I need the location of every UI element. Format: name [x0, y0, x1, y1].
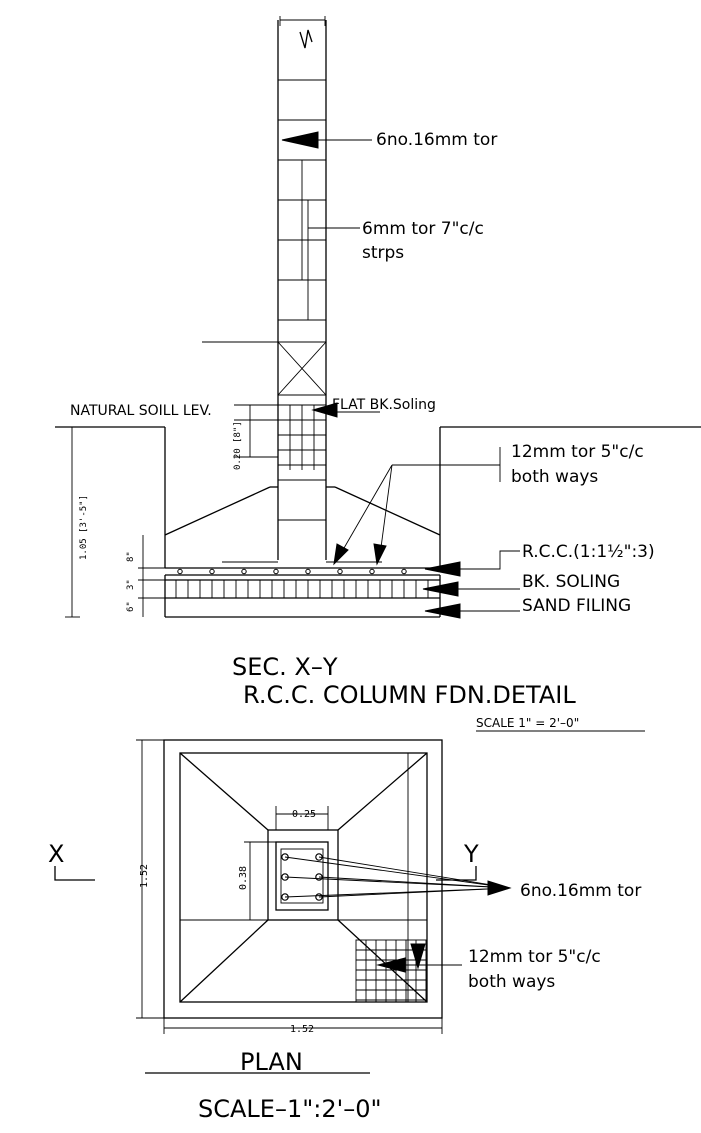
dimension-total-depth: 1.05 [3'-5"] — [65, 426, 89, 618]
axis-x-label: X — [48, 840, 64, 868]
plan-column-bars-label: 6no.16mm tor — [520, 881, 641, 901]
plan-column-depth-text: 0.38 — [238, 866, 249, 890]
stirrups-label-line2: strps — [362, 243, 404, 263]
rcc-slab — [165, 567, 440, 576]
plan-dim-footing-width: 1.52 — [163, 1018, 443, 1035]
slab-bar-dot — [305, 568, 311, 575]
plan-footing-length-text: 1.52 — [139, 864, 150, 888]
detail-scale: SCALE 1" = 2'–0" — [476, 716, 579, 730]
column-top-dimension — [279, 16, 326, 49]
plan-title: PLAN — [240, 1048, 303, 1076]
slab-bars-label-line2: both ways — [511, 467, 598, 487]
slab-bar-dot — [177, 568, 183, 575]
dim-pedestal-text: 0.20 [8"] — [233, 421, 243, 470]
ground-lines — [55, 426, 701, 568]
slab-bar-dot — [273, 568, 279, 575]
dim-total-depth-text: 1.05 [3'-5"] — [79, 495, 89, 560]
slab-bars-label-line1: 12mm tor 5"c/c — [511, 442, 644, 462]
rcc-label: R.C.C.(1:1½":3) — [522, 542, 655, 562]
plan-slab-bars-label-line1: 12mm tor 5"c/c — [468, 947, 601, 967]
dimension-pedestal: 0.20 [8"] — [233, 404, 278, 470]
flat-soling-label: FLAT BK.Soling — [332, 397, 436, 413]
plan-slab-bars-label-line2: both ways — [468, 972, 555, 992]
plan-dim-footing-length: 1.52 — [136, 739, 164, 1019]
dimension-slab-layers: 8" 3" 6" — [126, 535, 165, 617]
slab-bar-dots — [177, 568, 407, 575]
dim-soling-text: 3" — [126, 579, 136, 590]
pedestal-grid — [278, 404, 326, 470]
axis-y-label: Y — [463, 840, 479, 868]
dim-rcc-text: 8" — [126, 551, 136, 562]
section-title: SEC. X–Y — [232, 653, 338, 681]
section-view: 1.05 [3'-5"] 0.20 [8"] 8" 3" 6" NATURAL … — [55, 16, 701, 732]
column-outline — [277, 20, 327, 560]
slab-bar-dot — [401, 568, 407, 575]
column-bars-label: 6no.16mm tor — [376, 130, 497, 150]
section-labels: NATURAL SOILL LEV. FLAT BK.Soling 6no.16… — [70, 130, 655, 619]
slab-bar-dot — [337, 568, 343, 575]
slab-bar-dot — [241, 568, 247, 575]
slab-bar-dot — [209, 568, 215, 575]
detail-title: R.C.C. COLUMN FDN.DETAIL — [243, 681, 576, 709]
plan-dim-column-width: 0.25 — [275, 806, 329, 830]
plan-scale: SCALE–1":2'–0" — [198, 1095, 382, 1123]
brick-soling — [165, 579, 440, 599]
dim-sand-text: 6" — [126, 601, 136, 612]
footing-slope — [164, 486, 441, 563]
bk-soling-label: BK. SOLING — [522, 572, 620, 592]
sand-filling — [164, 575, 441, 618]
soling-bricks — [175, 580, 429, 598]
plan-column-bars-label-group: 6no.16mm tor — [284, 856, 641, 901]
plan-footing-width-text: 1.52 — [290, 1024, 314, 1035]
plan-column-width-text: 0.25 — [292, 809, 316, 820]
natural-soil-label: NATURAL SOILL LEV. — [70, 403, 212, 419]
plan-dim-column-depth: 0.38 — [238, 841, 276, 921]
section-marker-x: X — [48, 840, 95, 881]
stirrups-label-line1: 6mm tor 7"c/c — [362, 219, 484, 239]
slab-bar-dot — [369, 568, 375, 575]
plan-view: 0.25 0.38 1.52 1.52 X Y — [48, 739, 641, 1123]
sand-filling-label: SAND FILING — [522, 596, 631, 616]
plan-slab-grid: 12mm tor 5"c/c both ways — [355, 939, 601, 1003]
